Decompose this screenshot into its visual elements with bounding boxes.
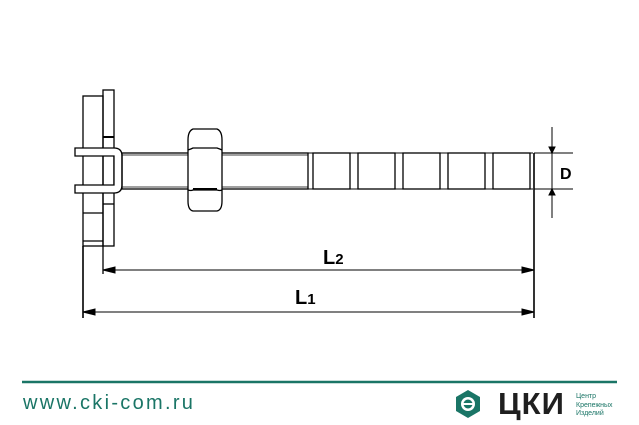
thread-segment xyxy=(402,152,441,190)
l2-dimension xyxy=(102,266,535,274)
brand-subtitle-line: Крепежных xyxy=(576,401,613,409)
thread-segments xyxy=(312,152,531,190)
u-clip xyxy=(74,147,123,194)
diameter-label: D xyxy=(560,166,572,183)
brand-logo-icon xyxy=(456,390,480,418)
l1-label: L1 xyxy=(295,287,316,309)
hex-nut xyxy=(187,128,223,212)
thread-segment xyxy=(492,152,531,190)
thread-segment xyxy=(312,152,351,190)
diameter-dimension xyxy=(534,127,573,218)
l1-dimension xyxy=(82,308,535,316)
brand-subtitle: Центр Крепежных Изделий xyxy=(576,393,613,419)
washer-plate-right xyxy=(102,89,115,247)
washer-plate-left xyxy=(82,95,104,247)
brand-subtitle-line: Центр xyxy=(576,393,597,400)
thread-segment xyxy=(357,152,396,190)
thread-segment xyxy=(447,152,486,190)
brand-subtitle-line: Изделий xyxy=(576,410,604,417)
website-link[interactable]: www.cki-com.ru xyxy=(23,392,196,414)
l2-label: L2 xyxy=(323,247,344,269)
brand-name: ЦКИ xyxy=(498,386,565,421)
